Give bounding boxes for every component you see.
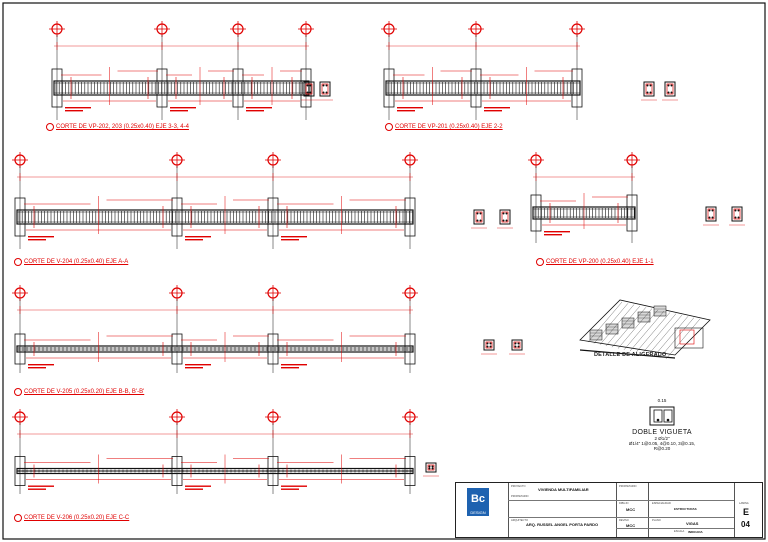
aligerado-detail-label: DETALLE DE ALIGERADO	[594, 352, 667, 358]
title-block: PROYECTO VIVIENDA MULTIFAMILIAR PROPIETA…	[455, 482, 763, 538]
section-label-vp200: CORTE DE VP-200 (0.25x0.40) EJE 1-1	[536, 258, 654, 266]
section-marker-icon	[536, 258, 544, 266]
doble-vigueta-stirrups: Ø1/4" 1@0.05, 4@0.10, 3@0.15, R@0.20	[628, 441, 696, 451]
specialty: ESTRUCTURAS	[674, 507, 697, 511]
company-logo: Bc DESIGN	[459, 486, 503, 533]
section-label-v205: CORTE DE V-205 (0.25x0.20) EJE B-B, B'-B…	[14, 388, 144, 396]
doble-vigueta-dim: 0.15	[657, 398, 667, 403]
doble-vigueta-bars: 2 Ø1/2"	[654, 436, 670, 441]
drawn-by: MCC	[626, 507, 636, 512]
sheet-content: VIGAS	[686, 521, 699, 526]
sheet-number: 04	[741, 520, 750, 529]
section-marker-icon	[385, 123, 393, 131]
section-marker-icon	[46, 123, 54, 131]
doble-vigueta-detail: 0.15 DOBLE VIGUETA 2 Ø1/2" Ø1/4" 1@0.05,…	[622, 398, 702, 451]
sheet-scale: INDICADA	[688, 530, 703, 534]
section-marker-icon	[14, 388, 22, 396]
section-marker-icon	[14, 258, 22, 266]
doble-vigueta-section-icon	[649, 406, 675, 426]
sheet-letter: E	[743, 507, 750, 517]
section-label-v206: CORTE DE V-206 (0.25x0.20) EJE C-C	[14, 514, 129, 522]
checked-by: MCC	[626, 523, 636, 528]
section-label-vp202: CORTE DE VP-202, 203 (0.25x0.40) EJE 3-3…	[46, 123, 189, 131]
section-label-v204: CORTE DE V-204 (0.25x0.40) EJE A-A	[14, 258, 128, 266]
beam-drawings	[12, 21, 745, 494]
section-marker-icon	[14, 514, 22, 522]
architect-name: ARQ. RUSSEL ANGEL PORTA PARDO	[526, 522, 599, 527]
doble-vigueta-title: DOBLE VIGUETA	[632, 429, 692, 436]
project-name: VIVIENDA MULTIFAMILIAR	[538, 487, 589, 492]
section-label-vp201: CORTE DE VP-201 (0.25x0.40) EJE 2-2	[385, 123, 503, 131]
